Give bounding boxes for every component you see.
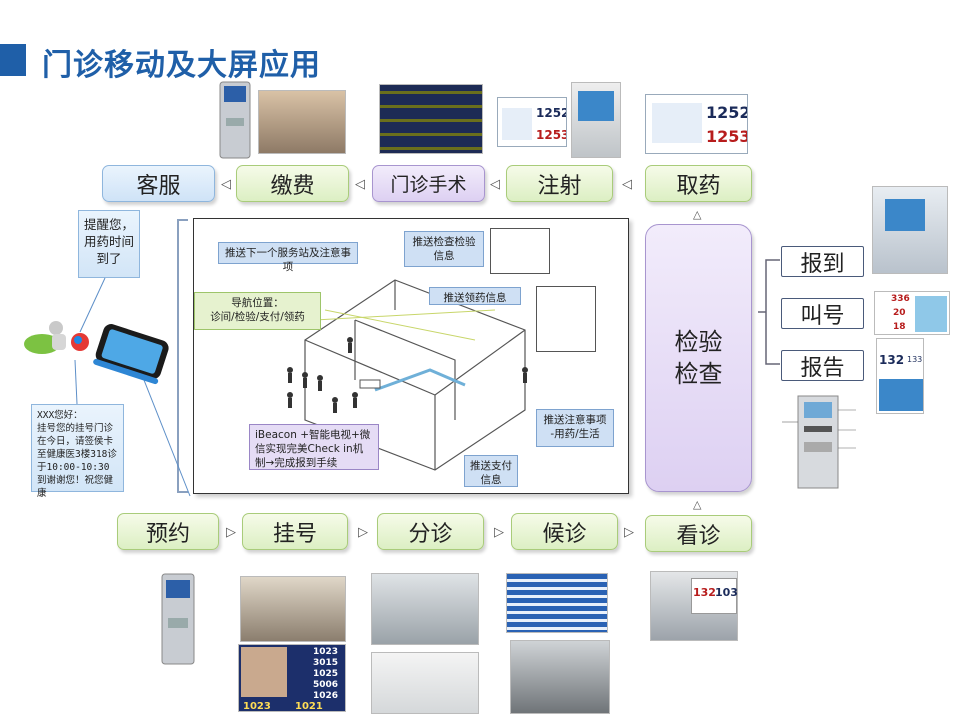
callout-push-exam: 推送检查检验信息	[404, 231, 484, 267]
callout-ibeacon: iBeacon +智能电视+微信实现完美Check in机制→完成报到手续	[249, 424, 379, 470]
step-kefu[interactable]: 客服	[102, 165, 215, 202]
step-guahao[interactable]: 挂号	[242, 513, 348, 550]
step-kanzhen[interactable]: 看诊	[645, 515, 752, 552]
waiting-area-photo	[510, 640, 610, 714]
step-jianyan-jiancha[interactable]: 检验 检查	[645, 224, 752, 492]
payment-counter-photo	[258, 90, 346, 154]
registration-queue-screen: 1023 3015 1025 5006 1026 1023 1021	[238, 644, 346, 712]
callout-navigation: 导航位置： 诊间/检验/支付/领药	[194, 292, 321, 330]
triage-station-photo	[371, 573, 479, 645]
injection-totem-photo	[571, 82, 621, 158]
step-menzhen-shoushu[interactable]: 门诊手术	[372, 165, 485, 202]
callout-push-drug: 推送领药信息	[429, 287, 521, 305]
checkin-totem-photo	[872, 186, 948, 274]
consult-screen-photo: 132 103	[650, 571, 738, 641]
step-zhushe[interactable]: 注射	[506, 165, 613, 202]
arrow-left-icon: ◁	[355, 177, 365, 192]
arrow-right-icon: ▷	[494, 525, 504, 540]
kiosk-image-bottom	[161, 573, 195, 665]
arrow-up-icon: △	[693, 498, 702, 511]
sms-message-note: XXX您好： 挂号您的挂号门诊在今日，请签侯卡至健康医3楼318诊 于10:00…	[31, 404, 124, 499]
title-accent-bar	[0, 44, 26, 76]
triage-room-photo	[371, 652, 479, 714]
kiosk-image-top	[219, 81, 251, 159]
arrow-up-icon: △	[693, 208, 702, 221]
waiting-board-photo	[506, 573, 608, 633]
arrow-right-icon: ▷	[358, 525, 368, 540]
right-bracket	[758, 259, 780, 365]
step-jiaofei[interactable]: 缴费	[236, 165, 349, 202]
floor-plan-sketch	[287, 279, 528, 471]
surgery-board-photo	[379, 84, 483, 154]
callout-next-service: 推送下一个服务站及注意事项	[218, 242, 358, 273]
page-title: 门诊移动及大屏应用	[42, 48, 321, 83]
step-houzhen[interactable]: 候诊	[511, 513, 618, 550]
step-jiaohao[interactable]: 叫号	[781, 298, 864, 329]
pharmacy-screen: 1252 1253	[645, 94, 748, 154]
step-baogao[interactable]: 报告	[781, 350, 864, 381]
step-fenzhen[interactable]: 分诊	[377, 513, 484, 550]
phone-screen-exam	[490, 228, 550, 274]
phone-screen-drug	[536, 286, 596, 352]
callout-push-pay: 推送支付信息	[464, 455, 518, 487]
arrow-left-icon: ◁	[622, 177, 632, 192]
reminder-note: 提醒您，用药时间到了	[78, 210, 140, 278]
arrow-left-icon: ◁	[221, 177, 231, 192]
step-yuyue[interactable]: 预约	[117, 513, 219, 550]
step-quyao[interactable]: 取药	[645, 165, 752, 202]
arrow-left-icon: ◁	[490, 177, 500, 192]
call-number-screen: 336 20 18	[874, 291, 950, 335]
report-kiosk-diagram	[782, 395, 856, 489]
step-baodao[interactable]: 报到	[781, 246, 864, 277]
arrow-right-icon: ▷	[624, 525, 634, 540]
left-bracket	[177, 219, 188, 493]
report-screen: 132 133	[876, 338, 924, 414]
callout-push-notice: 推送注意事项 -用药/生活	[536, 409, 614, 447]
arrow-right-icon: ▷	[226, 525, 236, 540]
user-phone-illustration	[24, 277, 191, 497]
injection-screen: 1252 1253	[497, 97, 567, 147]
registration-counter-photo	[240, 576, 346, 642]
